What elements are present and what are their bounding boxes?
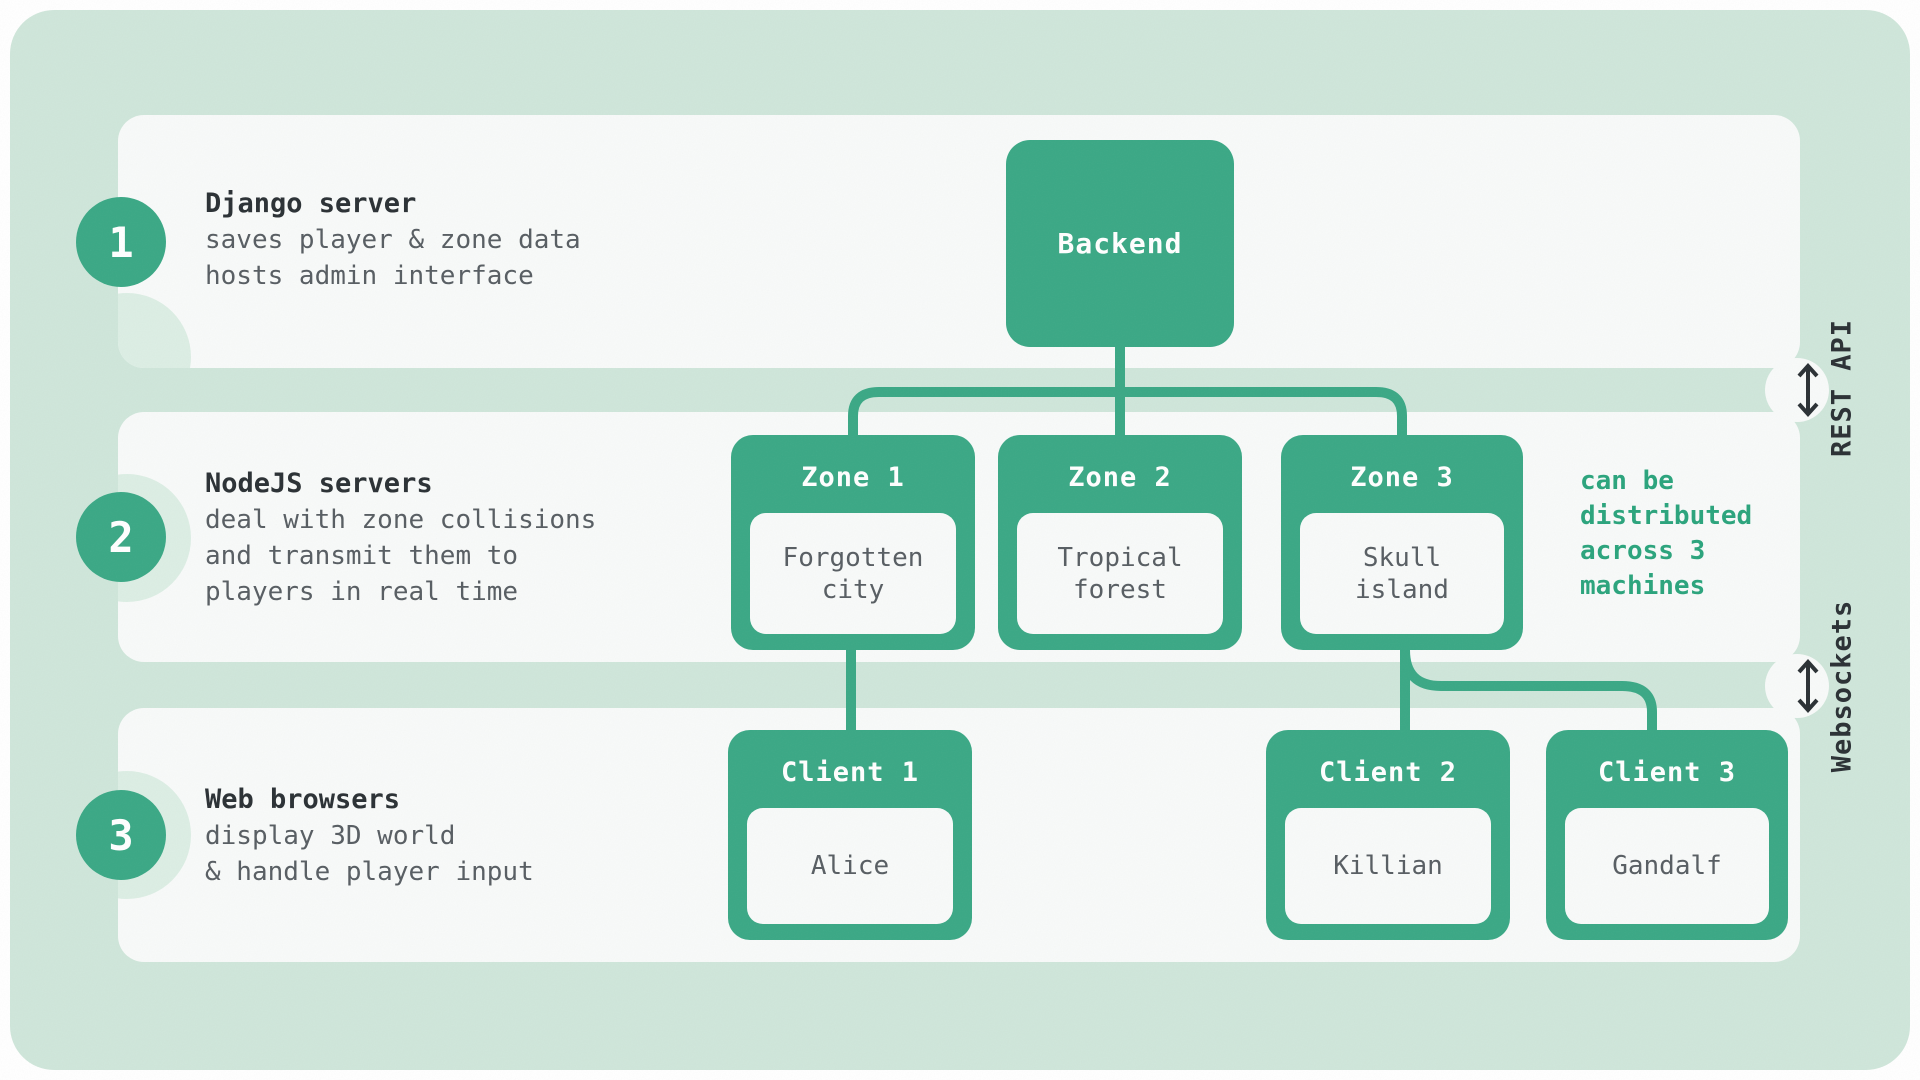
client-detail: Alice [810,851,890,881]
step-badge-2: 2 [76,492,166,582]
step-number: 2 [108,512,134,562]
client-node-1: Client 1 Alice [728,730,972,940]
client-detail-card: Alice [747,808,953,924]
client-detail-card: Gandalf [1565,808,1769,924]
layer-text-nodejs: NodeJS servers deal with zone collisions… [205,466,596,610]
zone-node-1: Zone 1 Forgotten city [731,435,975,650]
zone-detail-card: Skull island [1300,513,1504,634]
rest-api-label: REST API [1826,318,1858,458]
client-node-3: Client 3 Gandalf [1546,730,1788,940]
zone-distribution-note: can be distributed across 3 machines [1580,466,1753,601]
client-title: Client 3 [1597,757,1737,788]
edge-backend-zone3 [1120,387,1407,440]
zone-node-3: Zone 3 Skull island [1281,435,1523,650]
zone-title: Zone 3 [1350,462,1454,493]
edge-backend-zone1 [848,387,1120,440]
layer-text-django: Django server saves player & zone data h… [205,186,581,294]
websockets-label: Websockets [1826,599,1858,773]
zone-node-2: Zone 2 Tropical forest [998,435,1242,650]
zone-detail-card: Tropical forest [1017,513,1223,634]
zone-detail: Forgotten city [782,542,924,605]
zone-title: Zone 2 [1068,462,1172,493]
layer-description: saves player & zone data hosts admin int… [205,225,581,291]
zone-detail: Tropical forest [1057,542,1183,605]
layer-title: Web browsers [205,784,401,815]
client-title: Client 1 [780,757,920,788]
client-detail: Gandalf [1612,851,1722,881]
layer-description: display 3D world & handle player input [205,821,534,887]
step-badge-1: 1 [76,197,166,287]
step-badge-3: 3 [76,790,166,880]
websockets-arrow-icon [1797,659,1819,713]
backend-node: Backend [1006,140,1234,347]
zone-detail-card: Forgotten city [750,513,956,634]
client-detail-card: Killian [1285,808,1491,924]
backend-label: Backend [1057,227,1183,260]
layer-description: deal with zone collisions and transmit t… [205,505,597,607]
step-number: 1 [108,217,134,267]
rest-api-arrow-icon [1797,363,1819,417]
edge-zone3-client3 [1400,649,1657,735]
layer-text-browsers: Web browsers display 3D world & handle p… [205,782,534,890]
step-number: 3 [108,810,134,860]
layer-title: NodeJS servers [205,468,433,499]
layer-title: Django server [205,188,417,219]
client-detail: Killian [1333,851,1443,881]
zone-title: Zone 1 [801,462,905,493]
zone-detail: Skull island [1355,542,1449,605]
client-title: Client 2 [1318,757,1458,788]
client-node-2: Client 2 Killian [1266,730,1510,940]
